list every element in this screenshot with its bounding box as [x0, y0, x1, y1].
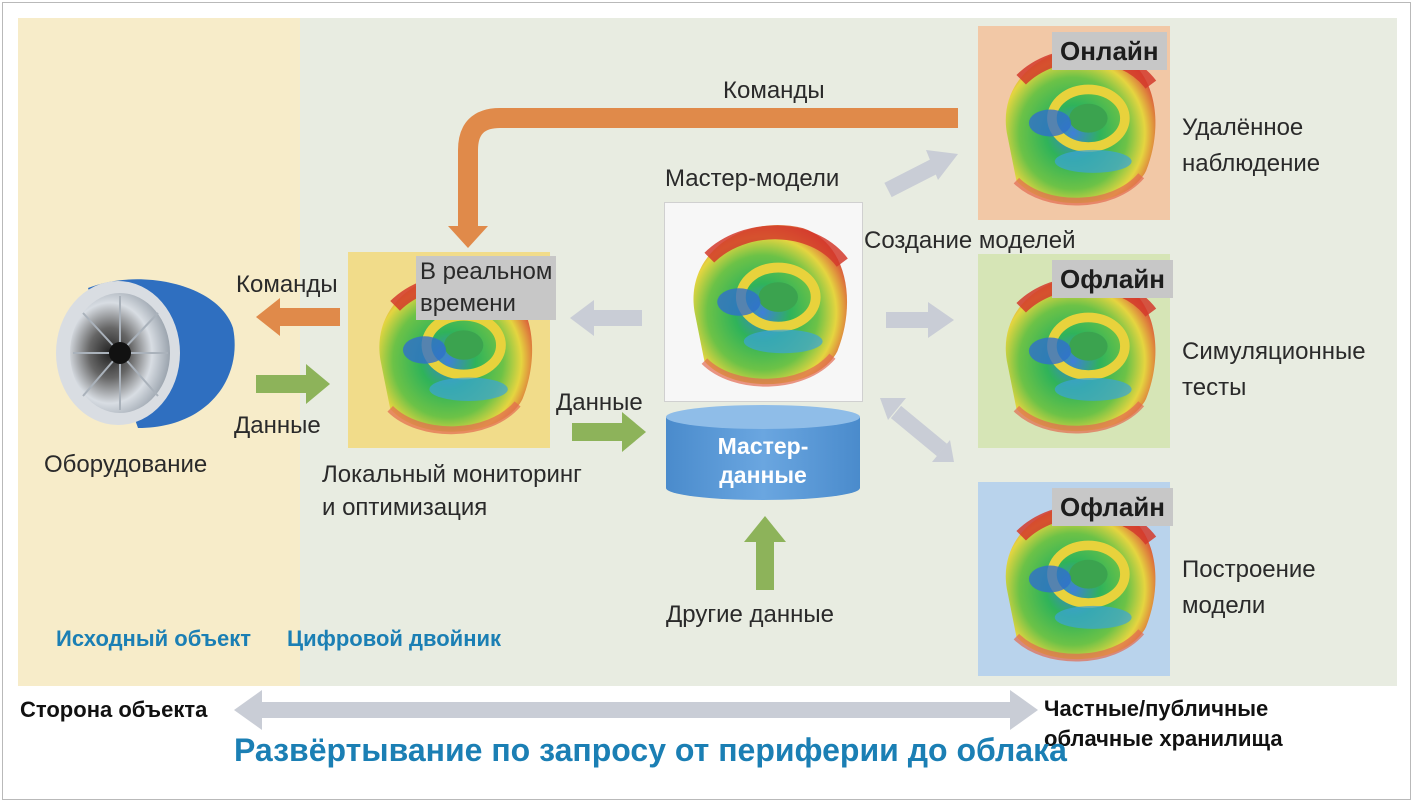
to-simulation-arrow [886, 312, 930, 328]
master-data-label: Мастер- данные [717, 433, 809, 488]
data-middle-arrow [572, 423, 624, 441]
cloud-storage-label: Частные/публичные облачные хранилища [1044, 696, 1283, 751]
commands-top-label: Команды [723, 77, 825, 104]
deployment-title: Развёртывание по запросу от периферии до… [234, 732, 1067, 768]
to-model-building-arrow [890, 405, 948, 457]
digital-twin-label: Цифровой двойник [287, 626, 502, 651]
remote-monitoring-label: Удалённое наблюдение [1182, 114, 1321, 177]
offline-badge-simulation: Офлайн [1052, 260, 1173, 298]
master-models-label: Мастер-модели [665, 165, 840, 192]
model-to-local-arrow [592, 310, 642, 326]
equipment-label: Оборудование [44, 451, 208, 478]
commands-left-arrow [278, 308, 340, 326]
simulation-tests-label: Симуляционные тесты [1182, 338, 1366, 401]
jet-engine-icon [56, 279, 235, 428]
other-data-arrow [756, 540, 774, 590]
heatmap-model-icon [665, 203, 862, 401]
deployment-arrow [258, 702, 1014, 718]
source-object-label: Исходный объект [56, 626, 252, 651]
offline-badge-model-building: Офлайн [1052, 488, 1173, 526]
commands-top-arrow [458, 108, 958, 228]
model-building-label: Построение модели [1182, 556, 1316, 619]
online-badge: Онлайн [1052, 32, 1167, 70]
realtime-label: В реальном времени [416, 256, 557, 320]
data-left-arrow [256, 375, 308, 393]
data-left-label: Данные [234, 412, 321, 439]
data-middle-label: Данные [556, 389, 643, 416]
object-side-label: Сторона объекта [20, 697, 208, 722]
master-model-box [664, 202, 863, 402]
model-creation-label: Создание моделей [864, 227, 1076, 254]
to-online-arrow [884, 158, 939, 198]
local-monitoring-label: Локальный мониторинг и оптимизация [322, 461, 582, 521]
commands-left-label: Команды [236, 271, 338, 298]
commands-top-arrowhead [448, 226, 488, 248]
other-data-label: Другие данные [666, 601, 834, 628]
database-icon [666, 405, 860, 500]
